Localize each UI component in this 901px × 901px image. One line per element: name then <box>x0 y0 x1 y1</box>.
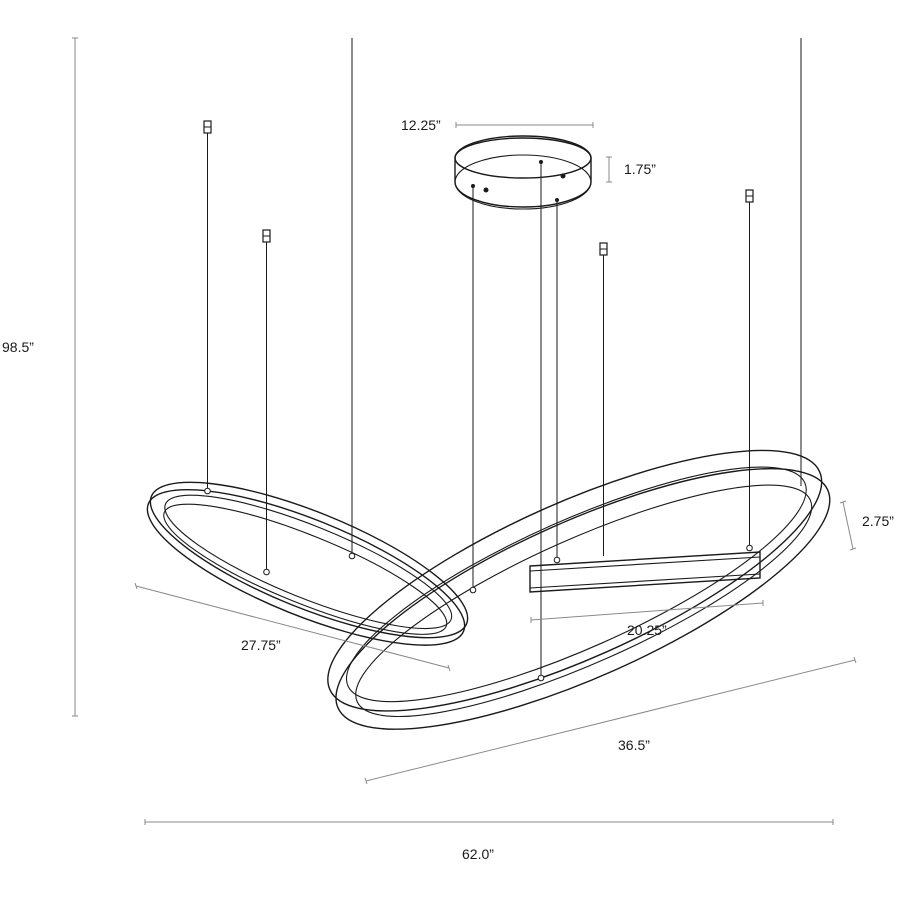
canopy <box>454 135 592 210</box>
canopy-height-label: 1.75” <box>624 161 656 177</box>
small-ring-dim-line <box>135 585 450 669</box>
middle-ring <box>529 551 761 593</box>
ring-height-dim-line <box>842 501 854 550</box>
gripper <box>745 189 754 203</box>
canopy-hole <box>555 198 559 202</box>
gripper <box>599 242 608 256</box>
small-ring <box>146 481 469 646</box>
large-ring-dim-line <box>365 659 856 782</box>
overall-width-label: 62.0” <box>462 846 494 862</box>
mid-ring-label: 20.25” <box>627 622 667 638</box>
ring-height-label: 2.75” <box>862 513 894 529</box>
large-ring-label: 36.5” <box>618 737 650 753</box>
attachment-points <box>204 487 753 682</box>
cable-grippers <box>203 120 754 256</box>
small-ring-label: 27.75” <box>241 637 281 653</box>
dimension-labels: 98.5” 12.25” 1.75” 2.75” 27.75” 20.25” 3… <box>2 117 894 862</box>
large-ring <box>327 449 831 730</box>
canopy-hole <box>539 160 543 164</box>
canopy-hole <box>471 184 475 188</box>
canopy-screw <box>560 173 566 179</box>
gripper <box>262 229 271 243</box>
dimension-lines <box>72 37 857 825</box>
mid-ring-dim-line <box>530 602 764 621</box>
suspension-cables <box>207 38 802 678</box>
overall-height-label: 98.5” <box>2 339 34 355</box>
canopy-screw <box>483 187 489 193</box>
gripper <box>203 120 212 134</box>
canopy-diameter-label: 12.25” <box>401 117 441 133</box>
